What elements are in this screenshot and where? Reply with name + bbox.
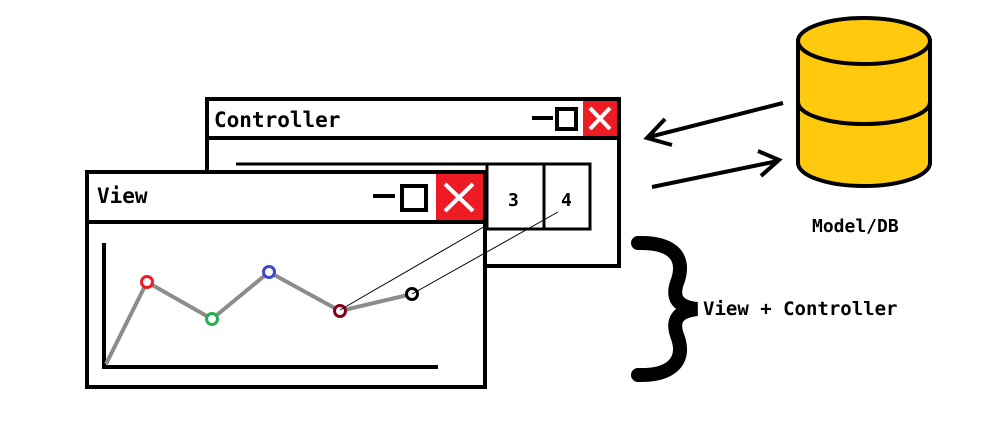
- view-title: View: [97, 184, 148, 208]
- database-top: [796, 16, 932, 66]
- view-window: View: [85, 170, 487, 389]
- model-label: Model/DB: [812, 216, 899, 237]
- arrow-controller-to-model: [651, 149, 783, 189]
- database-icon: [796, 16, 932, 188]
- controller-close-x: [588, 106, 612, 131]
- arrow-right-icon: [757, 149, 783, 178]
- brace-icon: [631, 235, 699, 383]
- arrow-left-icon: [643, 117, 673, 147]
- controller-cell-4[interactable]: 4: [561, 190, 572, 211]
- view-maximize-icon[interactable]: [400, 184, 428, 212]
- chart-line: [104, 269, 413, 365]
- controller-maximize-icon[interactable]: [555, 107, 578, 131]
- controller-close-icon[interactable]: [583, 101, 617, 136]
- arrow-model-to-controller: [643, 101, 784, 147]
- controller-title: Controller: [214, 108, 340, 132]
- database-band: [796, 101, 932, 126]
- arrow-to-controller-shaft: [648, 101, 784, 139]
- chart-point-3: [262, 265, 276, 279]
- controller-cell-3[interactable]: 3: [508, 190, 519, 211]
- brace-label: View + Controller: [703, 298, 897, 320]
- view-close-x: [443, 182, 475, 213]
- connector-cell4-point: [411, 211, 559, 295]
- chart-point-4: [333, 304, 347, 318]
- chart-point-2: [205, 312, 219, 326]
- arrow-to-model-shaft: [651, 159, 779, 189]
- view-close-icon[interactable]: [436, 174, 483, 220]
- chart-point-1: [140, 275, 154, 289]
- database-body: [796, 39, 932, 188]
- connector-cell3-point: [339, 224, 488, 311]
- controller-table-outline: [236, 162, 592, 231]
